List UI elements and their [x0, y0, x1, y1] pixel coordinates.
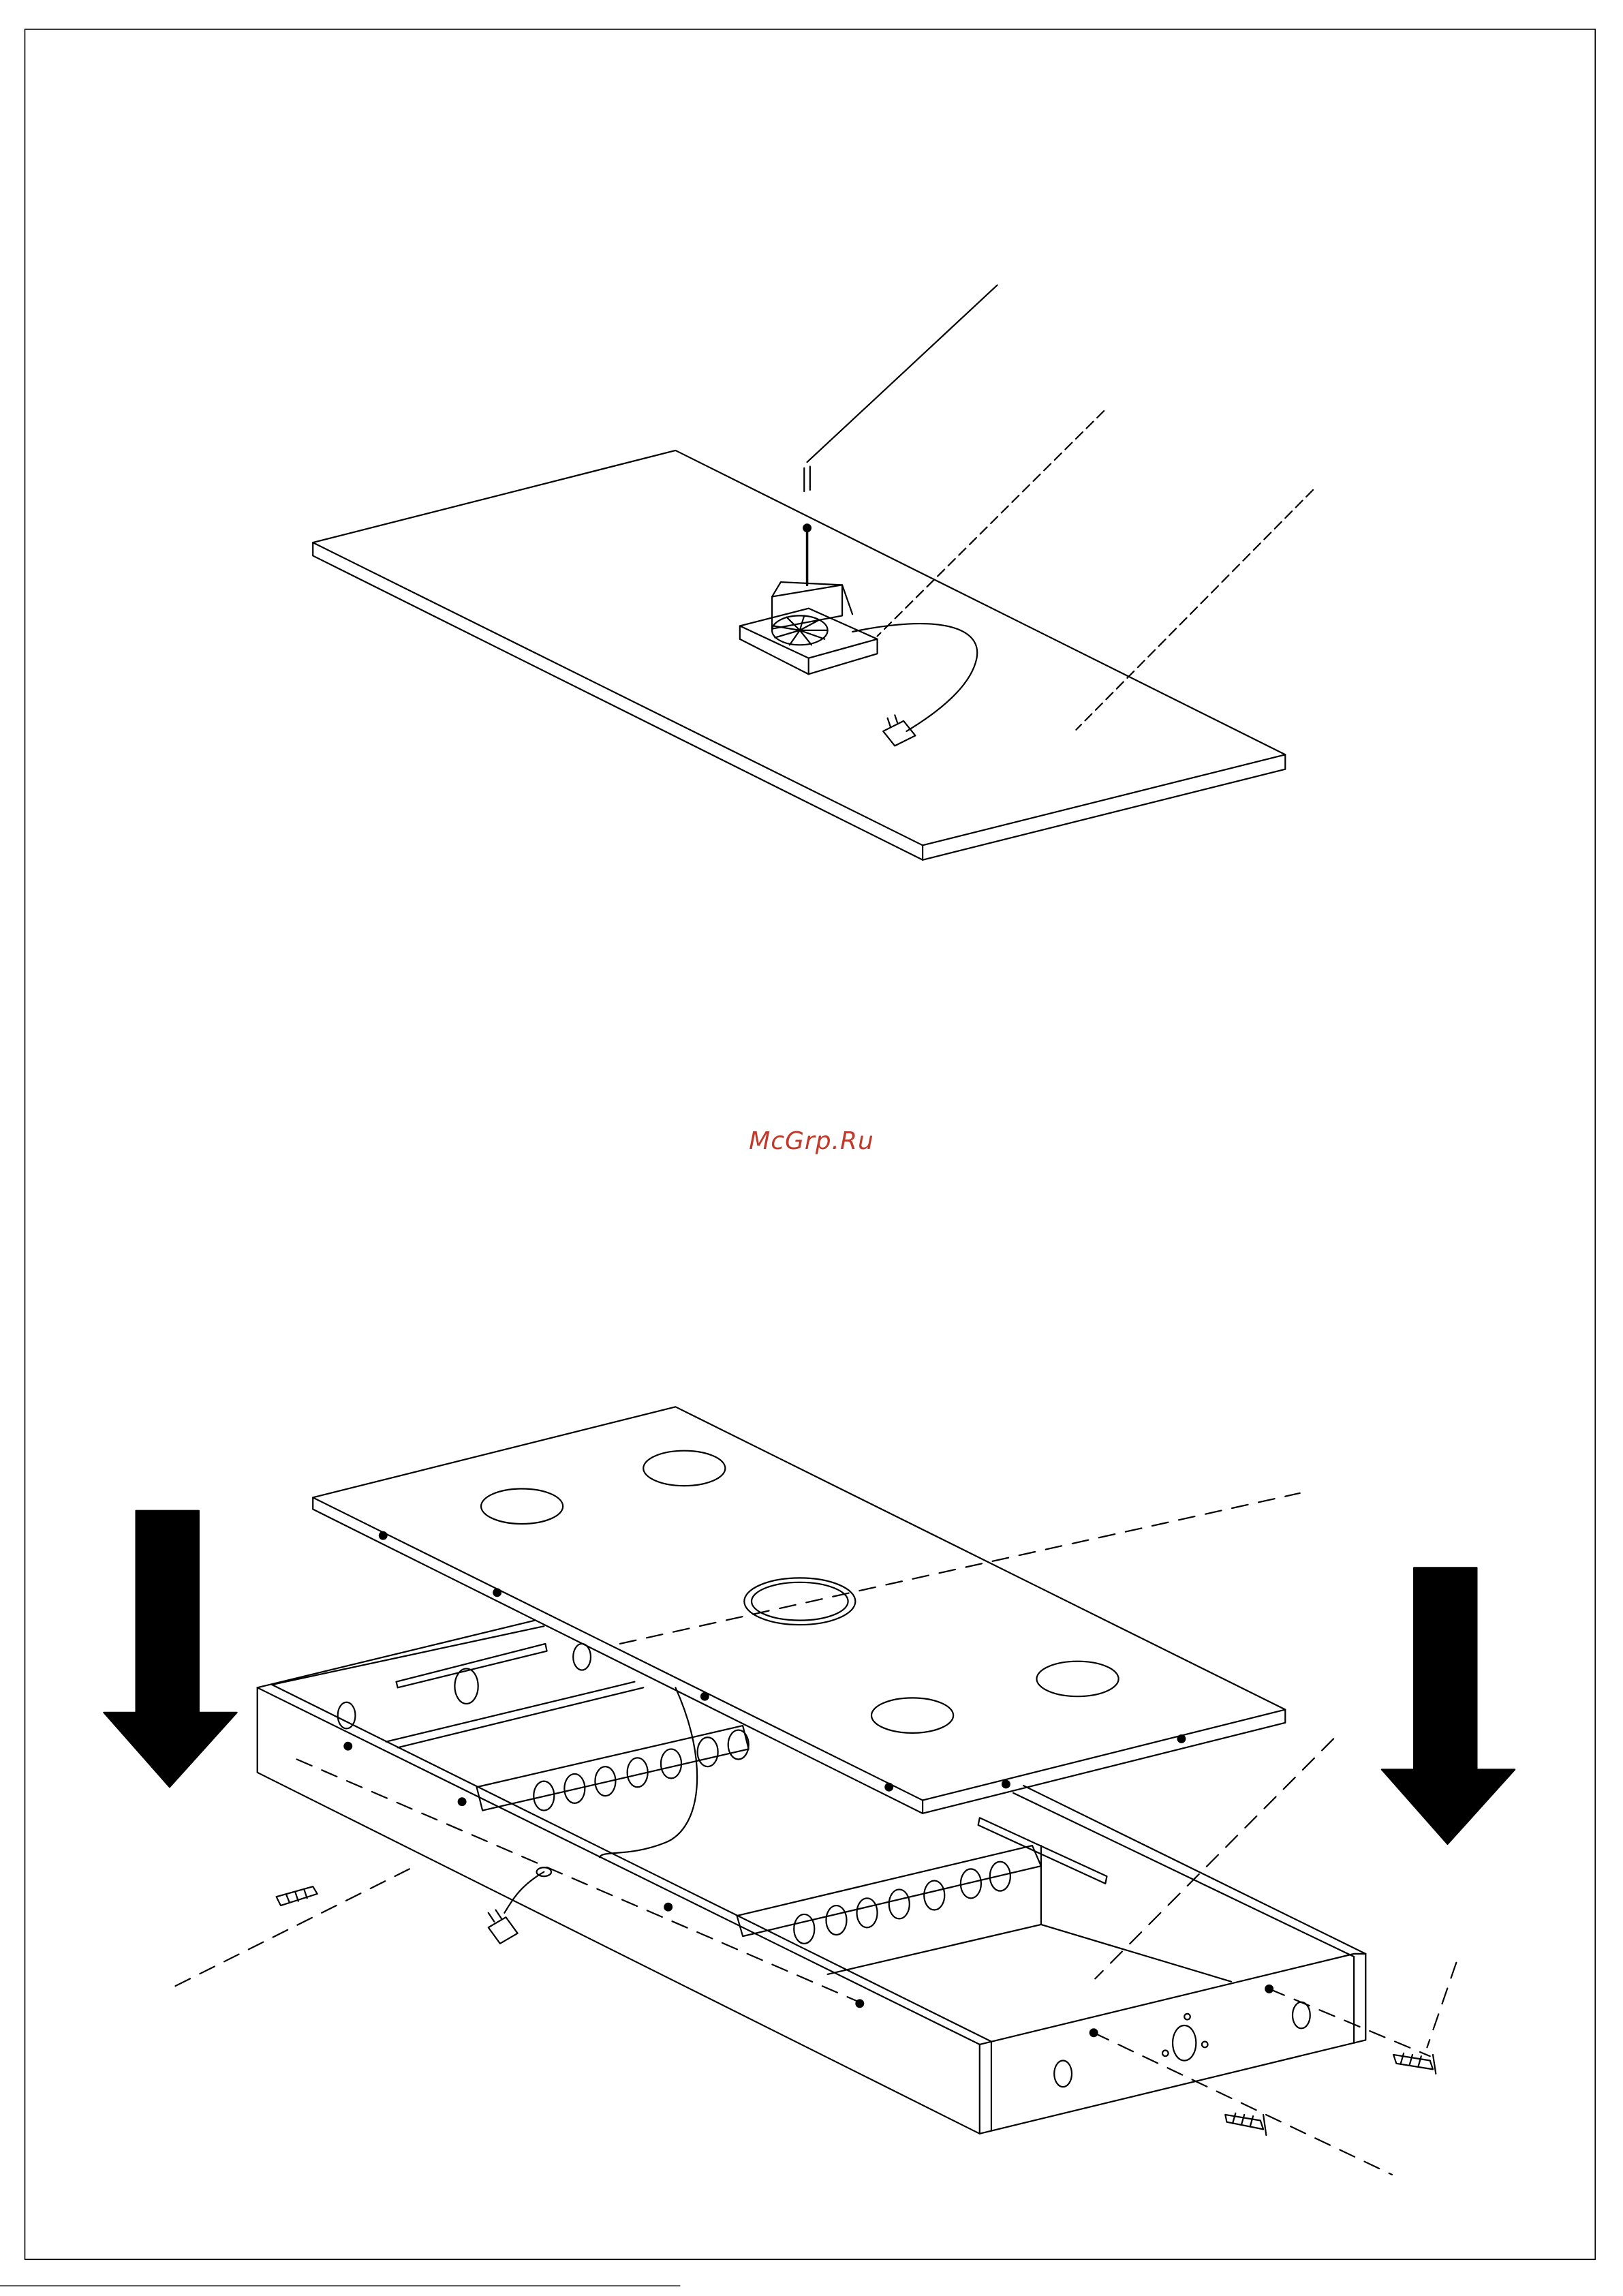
- watermark-text: McGrp.Ru: [0, 1127, 1623, 1155]
- cross-bar-2: [477, 1726, 749, 1810]
- figure-top-panel: [313, 285, 1313, 859]
- figure-cabinet-assembly: [104, 1407, 1515, 2175]
- frame-left-top: [258, 1687, 980, 2045]
- end-hole-center: [1173, 2025, 1196, 2061]
- panel-top-face: [313, 450, 1285, 845]
- frame-back-left: [258, 1621, 536, 1688]
- panel-front-edge: [313, 542, 923, 860]
- vent-holes-2: [794, 1862, 1010, 1944]
- leader-line-dashed-1: [878, 411, 1104, 636]
- power-cord: [852, 624, 977, 731]
- fan-unit: [740, 582, 878, 674]
- lid-right-edge: [923, 1710, 1285, 1813]
- cross-bar-1: [386, 1682, 644, 1748]
- end-hole: [1054, 2061, 1072, 2087]
- frame-back-left-2: [272, 1626, 544, 1685]
- lid-front-edge: [313, 1497, 923, 1813]
- fan-icon: [772, 615, 828, 645]
- frame-hole: [454, 1668, 478, 1704]
- frame-hole: [338, 1702, 356, 1729]
- arrow-down-icon: [1382, 1567, 1515, 1844]
- panel-right-edge: [923, 754, 1285, 860]
- screw-icon: [803, 467, 811, 585]
- screw-icon: [1225, 2113, 1266, 2135]
- frame-left-inner: [272, 1685, 991, 2042]
- lid-cutouts: [481, 1451, 1119, 1733]
- plug-icon: [489, 1867, 551, 1944]
- arrow-down-icon: [104, 1511, 236, 1788]
- bracket-bar-right: [978, 1818, 1107, 1884]
- alignment-lines: [176, 1493, 1457, 2175]
- cross-bar-3: [737, 1846, 1041, 1936]
- leader-line-solid: [807, 285, 998, 462]
- end-hole: [1293, 2002, 1310, 2029]
- lid-top-face: [313, 1407, 1285, 1800]
- screw-icon: [277, 1886, 318, 1905]
- cross-bar-4: [828, 1846, 1231, 1982]
- plug-icon: [883, 715, 915, 746]
- vent-holes-1: [534, 1730, 748, 1811]
- frame-hole: [573, 1644, 591, 1670]
- leader-line-dashed-2: [1076, 490, 1313, 730]
- frame-end-panel: [980, 1954, 1366, 2045]
- base-line: [634, 1682, 1359, 1954]
- bracket-bar-left: [397, 1644, 547, 1687]
